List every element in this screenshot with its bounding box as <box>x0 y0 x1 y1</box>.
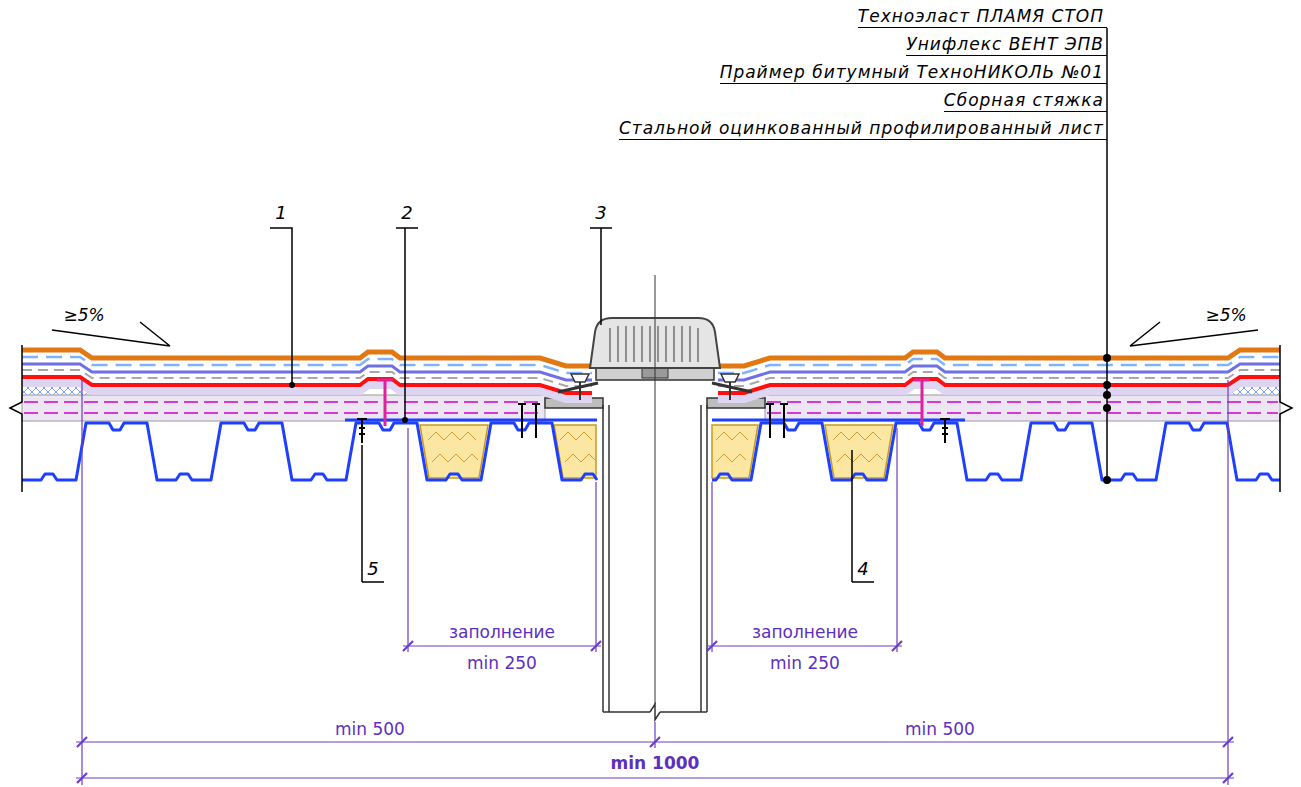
leader-line <box>1106 28 1108 480</box>
leader-dot <box>1103 476 1111 484</box>
dimension-label: min 500 <box>905 719 975 739</box>
wool-fill <box>420 425 488 478</box>
callout-number: 5 <box>367 558 378 580</box>
wool-fill <box>712 425 758 478</box>
self-tapping-screw <box>357 404 950 443</box>
slope-label: ≥5% <box>1205 305 1246 325</box>
layer-label: Стальной оцинкованный профилированный ли… <box>619 117 1107 140</box>
callout-number: 4 <box>857 558 868 580</box>
dimension-line <box>76 646 1234 778</box>
slope-arrow <box>52 322 1258 346</box>
leader-dot <box>402 417 408 423</box>
wool-fill <box>825 425 893 478</box>
dimension-label: заполнение <box>752 622 858 642</box>
wool-fill <box>420 425 893 478</box>
layer-label: Сборная стяжка <box>944 89 1107 112</box>
screed-hatch <box>24 402 1278 413</box>
break-line <box>10 345 1292 492</box>
leader-dot <box>1103 381 1111 389</box>
grate-slots <box>610 326 698 362</box>
dimension-label: min 250 <box>770 653 840 673</box>
dimension-label: min 1000 <box>611 753 700 773</box>
callout-number: 1 <box>275 202 286 224</box>
leader-dots <box>1103 354 1111 484</box>
callout-number: 3 <box>595 202 606 224</box>
telescopic-fastener <box>377 380 930 426</box>
leader-dot <box>289 382 295 388</box>
leader-dot <box>1103 391 1111 399</box>
extension-line <box>82 380 1228 785</box>
dimension-tick <box>77 641 1233 783</box>
profiled-deck <box>22 423 1280 480</box>
callout-number: 2 <box>401 202 412 224</box>
layer-label: Техноэласт ПЛАМЯ СТОП <box>858 5 1107 28</box>
layer-label: Унифлекс ВЕНТ ЭПВ <box>906 33 1107 56</box>
slope-label: ≥5% <box>63 305 104 325</box>
dimension-label: заполнение <box>449 622 555 642</box>
screed-layer <box>765 395 1280 421</box>
leader-dot <box>1103 404 1111 412</box>
layer-label: Праймер битумный ТехноНИКОЛЬ №01 <box>720 61 1107 84</box>
screed-layer <box>22 395 545 421</box>
dimension-label: min 250 <box>467 653 537 673</box>
center-line <box>655 275 656 704</box>
dimension-label: min 500 <box>335 719 405 739</box>
leader-dot <box>1103 354 1111 362</box>
callout-leader <box>270 228 874 582</box>
